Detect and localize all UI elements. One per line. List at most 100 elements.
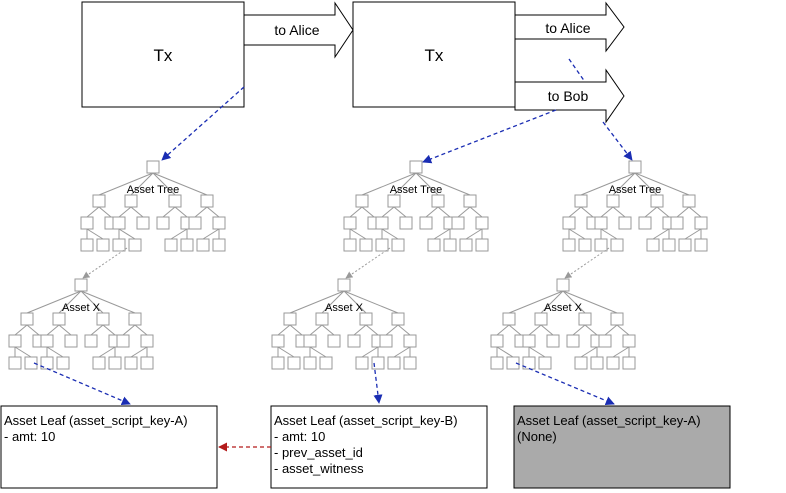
asset-x-2-node (303, 334, 317, 348)
asset-x-3-edge (616, 324, 630, 336)
tx-label-2: Tx (425, 46, 444, 65)
asset-x-1-edge (58, 324, 72, 336)
asset-leaf-1-line-2: - amt: 10 (4, 429, 55, 444)
asset-tree-1-edge (202, 228, 220, 240)
asset-tree-3-leaf-node (594, 238, 608, 252)
asset-x-3-node (566, 334, 580, 348)
asset-x-1-node (40, 334, 54, 348)
asset-x-2-node (327, 334, 341, 348)
asset-tree-1-edge (130, 172, 154, 196)
asset-x-2-edge (343, 290, 367, 314)
asset-tree-1-edge (152, 172, 208, 196)
asset-x-3-node (598, 334, 612, 348)
asset-x-1-edge (14, 324, 28, 336)
asset-tree-2-node (463, 194, 477, 208)
asset-leaf-box-3: Asset Leaf (asset_script_key-A) (None) (513, 405, 731, 489)
link-assetx1-to-leaf1 (33, 362, 131, 405)
asset-tree-1-node (188, 216, 202, 230)
asset-tree-3-edge (676, 206, 690, 218)
asset-tree-2-edge (465, 228, 483, 240)
link-bob-to-tree2 (422, 109, 557, 164)
asset-leaf-2-line-4: - asset_witness (274, 461, 364, 476)
asset-x-3-edge (496, 324, 510, 336)
asset-tree-3-node (682, 194, 696, 208)
asset-tree-3-node (638, 216, 652, 230)
asset-x-2-edge (289, 290, 345, 314)
asset-tree-3-edge (634, 172, 690, 196)
asset-tree-3-edge (688, 206, 702, 218)
asset-x-2-edge (385, 324, 399, 336)
asset-tree-3-edge (600, 206, 614, 218)
asset-tree-2-leaf-node (443, 238, 457, 252)
asset-tree-3-edge (580, 172, 636, 196)
asset-x-2-edge (277, 324, 291, 336)
asset-x-1-node (8, 334, 22, 348)
asset-tree-2-edge (415, 172, 439, 196)
asset-x-3-edge (580, 346, 598, 358)
asset-tree-1-root-node (146, 160, 160, 174)
link-tree3-to-assetx (564, 247, 610, 279)
asset-x-1-edge (58, 290, 82, 314)
output-arrow-3: to Bob (514, 68, 625, 124)
asset-tree-3-edge (600, 228, 618, 240)
asset-tree-2-node (475, 216, 489, 230)
asset-x-1-leaf-node (140, 356, 154, 370)
output-label-3: to Bob (548, 88, 589, 104)
asset-tree-2-edge (361, 172, 417, 196)
asset-x-3-edge (540, 324, 554, 336)
asset-tree-3-edge (644, 206, 658, 218)
asset-tree-1-edge (86, 228, 104, 240)
asset-x-3-edge (508, 324, 522, 336)
asset-x-1-edge (26, 290, 82, 314)
asset-x-3-leaf-node (590, 356, 604, 370)
asset-x-2-edge (321, 324, 335, 336)
asset-tree-1-edge (152, 172, 176, 196)
asset-x-1-label: Asset X (62, 302, 101, 314)
output-label-1: to Alice (274, 22, 319, 38)
asset-tree-3-leaf-node (694, 238, 708, 252)
asset-tree-1-edge (162, 206, 176, 218)
asset-tree-3-leaf-node (610, 238, 624, 252)
asset-tree-2-node (375, 216, 389, 230)
asset-x-1-leaf-node (124, 356, 138, 370)
asset-tree-3-edge (612, 172, 636, 196)
asset-leaf-2-line-1: Asset Leaf (asset_script_key-B) (274, 413, 458, 428)
asset-tree-1-leaf-node (96, 238, 110, 252)
asset-x-1-node (116, 334, 130, 348)
asset-x-1-node (20, 312, 34, 326)
tx-box-1: Tx (81, 1, 245, 108)
asset-x-3-leaf-node (574, 356, 588, 370)
asset-tree-1-node (112, 216, 126, 230)
asset-tree-2-leaf-node (427, 238, 441, 252)
asset-tree-2-node (387, 194, 401, 208)
asset-tree-1-leaf-node (112, 238, 126, 252)
asset-tree-2-edge (393, 172, 417, 196)
asset-tree-3-leaf-node (678, 238, 692, 252)
asset-tree-2-leaf-node (343, 238, 357, 252)
asset-leaf-3-line-2: (None) (517, 429, 557, 444)
asset-x-3-edge (528, 324, 542, 336)
asset-x-2-edge (353, 324, 367, 336)
asset-tree-1-leaf-node (212, 238, 226, 252)
output-label-2: to Alice (545, 20, 590, 36)
asset-x-3-edge (562, 290, 586, 314)
asset-tree-2-edge (349, 206, 363, 218)
asset-tree-2-edge (361, 206, 375, 218)
asset-x-2-edge (309, 324, 323, 336)
link-alice-to-tree3 (602, 121, 633, 161)
asset-tree-2-edge (415, 172, 471, 196)
asset-x-1-node (84, 334, 98, 348)
asset-x-2-edge (321, 290, 345, 314)
asset-leaf-box-2-frame (270, 405, 488, 489)
asset-x-1-edge (98, 346, 116, 358)
asset-x-2-node (315, 312, 329, 326)
asset-tree-2-node (451, 216, 465, 230)
asset-leaf-box-2: Asset Leaf (asset_script_key-B) - amt: 1… (270, 405, 488, 489)
asset-tree-2-root-node (409, 160, 423, 174)
asset-tree-1-edge (86, 206, 100, 218)
asset-x-2-node (347, 334, 361, 348)
asset-tree-2-leaf-node (375, 238, 389, 252)
